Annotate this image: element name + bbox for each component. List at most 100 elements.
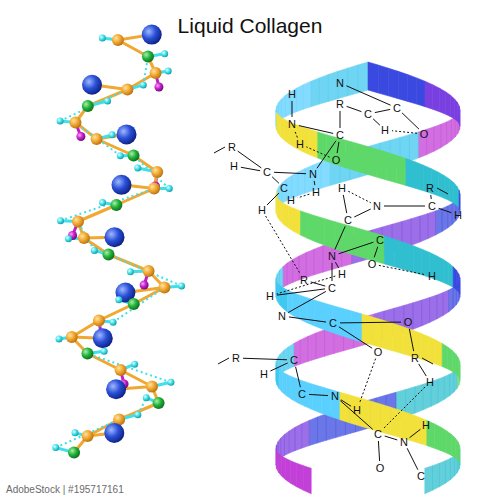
- atom-symbol: O: [368, 259, 377, 270]
- atom-symbol: R: [228, 142, 236, 153]
- helix-ribbon: [408, 75, 417, 105]
- helix-ribbon: [280, 201, 284, 224]
- helix-ribbon: [459, 106, 461, 126]
- atom-symbol: H: [260, 369, 268, 380]
- helix-ribbon: [446, 92, 451, 117]
- helix-ribbon: [452, 434, 456, 457]
- atom-ball: [143, 265, 155, 277]
- covalent-bond: [335, 226, 345, 249]
- helix-ribbon: [366, 146, 376, 177]
- covalent-bond: [309, 394, 328, 395]
- helix-ribbon: [425, 466, 433, 494]
- helix-ribbon: [430, 295, 437, 322]
- atom-ball: [151, 166, 163, 178]
- helix-ribbon: [303, 81, 311, 109]
- covalent-bond: [288, 291, 326, 312]
- atom-ball: [111, 175, 131, 195]
- helix-ribbon: [436, 340, 443, 367]
- atom-ball: [102, 249, 114, 261]
- helix-ribbon: [280, 285, 283, 308]
- helix-ribbon: [451, 95, 455, 119]
- helix-ribbon: [442, 343, 448, 369]
- bond-stick: [108, 255, 148, 272]
- helix-ribbon: [309, 129, 317, 158]
- helix-ribbon: [415, 384, 424, 413]
- helix-ribbon: [289, 427, 295, 453]
- atom-ball: [76, 132, 85, 141]
- atom-ball: [52, 444, 59, 451]
- atom-ball: [82, 75, 102, 95]
- helix-ribbon: [380, 404, 390, 435]
- helix-ribbon: [450, 372, 454, 396]
- covalent-bond: [296, 367, 301, 387]
- watermark: AdobeStock | #195717161: [6, 484, 124, 495]
- helix-ribbon: [458, 442, 460, 463]
- helix-ribbon: [330, 390, 340, 420]
- helix-ribbon: [444, 374, 449, 399]
- covalent-bond: [402, 113, 419, 129]
- hydrogen-bond: [295, 130, 298, 137]
- helix-ribbon: [319, 75, 328, 105]
- atom-ball: [110, 319, 117, 326]
- atom-symbol: R: [232, 353, 240, 364]
- helix-ribbon: [278, 199, 280, 221]
- helix-ribbon: [308, 333, 316, 361]
- helix-ribbon: [362, 314, 372, 345]
- helix-ribbon: [453, 267, 456, 290]
- helix-ribbon: [443, 290, 448, 315]
- atom-symbol: O: [332, 155, 341, 166]
- helix-ribbon: [428, 336, 435, 364]
- atom-symbol: H: [338, 269, 346, 280]
- helix-ribbon: [282, 372, 286, 396]
- atom-ball: [150, 67, 162, 79]
- covalent-bond: [332, 263, 333, 281]
- covalent-bond: [343, 195, 346, 213]
- helix-ribbon: [295, 424, 302, 451]
- atom-symbol: C: [344, 215, 352, 226]
- atom-symbol: C: [298, 389, 306, 400]
- helix-ribbon: [415, 162, 424, 191]
- helix-ribbon: [306, 249, 314, 277]
- helix-ribbon: [304, 466, 312, 494]
- helix-ribbon: [317, 414, 326, 443]
- helix-ribbon: [294, 208, 301, 235]
- atom-symbol: C: [329, 318, 337, 329]
- bond-stick: [119, 403, 158, 420]
- atom-symbol: N: [400, 437, 408, 448]
- atom-symbol: C: [290, 355, 298, 366]
- atom-symbol: N: [328, 251, 336, 262]
- helix-ribbon: [459, 190, 461, 210]
- hydrogen-bond: [75, 123, 120, 156]
- atom-ball: [178, 282, 185, 289]
- hydrogen-bond: [392, 131, 417, 134]
- helix-ribbon: [314, 246, 323, 275]
- atom-symbol: C: [328, 283, 336, 294]
- atom-ball: [91, 247, 98, 254]
- helix-ribbon: [439, 461, 445, 487]
- atom-ball: [117, 124, 137, 144]
- atom-ball: [104, 227, 124, 247]
- atom-symbol: O: [420, 129, 429, 140]
- atom-ball: [142, 25, 162, 45]
- atom-ball: [69, 117, 81, 129]
- helix-ribbon: [458, 358, 459, 379]
- helix-ribbon: [282, 456, 286, 480]
- atom-symbol: H: [426, 377, 434, 388]
- atom-symbol: R: [426, 183, 434, 194]
- atom-ball: [140, 281, 149, 290]
- atom-symbol: N: [336, 78, 344, 89]
- helix-ribbon: [434, 424, 441, 451]
- covalent-bond: [272, 177, 279, 183]
- side-chain-stub: [214, 147, 225, 153]
- helix-ribbon: [309, 417, 317, 446]
- covalent-bond: [385, 436, 398, 440]
- helix-ribbon: [428, 211, 435, 239]
- atom-ball: [78, 232, 90, 244]
- hydrogen-bond: [266, 216, 301, 274]
- helix-ribbon: [451, 117, 455, 140]
- helix-ribbon: [279, 369, 282, 392]
- side-chain-stub: [422, 358, 433, 364]
- covalent-bond: [409, 329, 413, 351]
- helix-ribbon: [445, 458, 450, 483]
- helix-ribbon: [404, 242, 413, 272]
